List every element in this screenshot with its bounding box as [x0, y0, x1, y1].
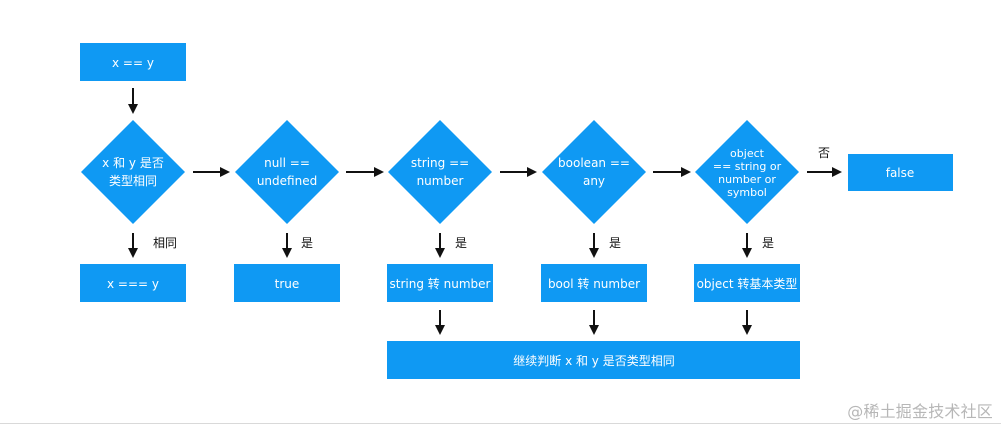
svg-text:object 转基本类型: object 转基本类型: [697, 276, 798, 291]
node-type-same-check: x 和 y 是否 类型相同: [81, 120, 185, 224]
node-continue-check: 继续判断 x 和 y 是否类型相同: [387, 341, 800, 379]
svg-text:继续判断 x 和 y 是否类型相同: 继续判断 x 和 y 是否类型相同: [513, 353, 674, 368]
svg-text:true: true: [275, 277, 300, 291]
node-strict-equal: x === y: [80, 264, 186, 302]
svg-text:类型相同: 类型相同: [109, 174, 157, 188]
node-string-number: string == number: [388, 120, 492, 224]
svg-text:object: object: [730, 147, 765, 160]
svg-text:string 转 number: string 转 number: [390, 276, 491, 291]
svg-text:symbol: symbol: [727, 186, 767, 199]
node-null-undefined: null == undefined: [235, 120, 339, 224]
svg-text:boolean ==: boolean ==: [558, 156, 630, 170]
svg-text:x == y: x == y: [112, 56, 154, 70]
svg-text:x 和 y 是否: x 和 y 是否: [102, 156, 164, 170]
node-true: true: [234, 264, 340, 302]
svg-text:string ==: string ==: [411, 156, 469, 170]
watermark-text: @稀土掘金技术社区: [847, 402, 993, 421]
edge-label-yes-string: 是: [455, 236, 467, 250]
svg-text:number: number: [417, 174, 464, 188]
svg-text:undefined: undefined: [257, 174, 317, 188]
svg-text:bool 转 number: bool 转 number: [548, 276, 640, 291]
node-object-check: object == string or number or symbol: [695, 120, 799, 224]
node-bool-to-number: bool 转 number: [541, 264, 647, 302]
edge-label-yes-null: 是: [301, 236, 313, 250]
svg-text:== string or: == string or: [713, 160, 782, 173]
node-object-to-primitive: object 转基本类型: [694, 264, 800, 302]
edge-label-yes-boolean: 是: [609, 236, 621, 250]
edge-label-yes-object: 是: [762, 236, 774, 250]
edge-label-no: 否: [818, 146, 830, 160]
svg-text:null ==: null ==: [264, 156, 310, 170]
svg-text:number or: number or: [718, 173, 776, 186]
svg-text:any: any: [583, 174, 605, 188]
svg-text:x === y: x === y: [107, 277, 159, 291]
node-start: x == y: [80, 43, 186, 81]
svg-text:false: false: [886, 166, 915, 180]
node-string-to-number: string 转 number: [387, 264, 493, 302]
edge-label-same-type: 相同: [153, 236, 177, 250]
node-false: false: [848, 154, 953, 191]
bottom-divider: [0, 423, 1001, 424]
node-boolean-any: boolean == any: [542, 120, 646, 224]
